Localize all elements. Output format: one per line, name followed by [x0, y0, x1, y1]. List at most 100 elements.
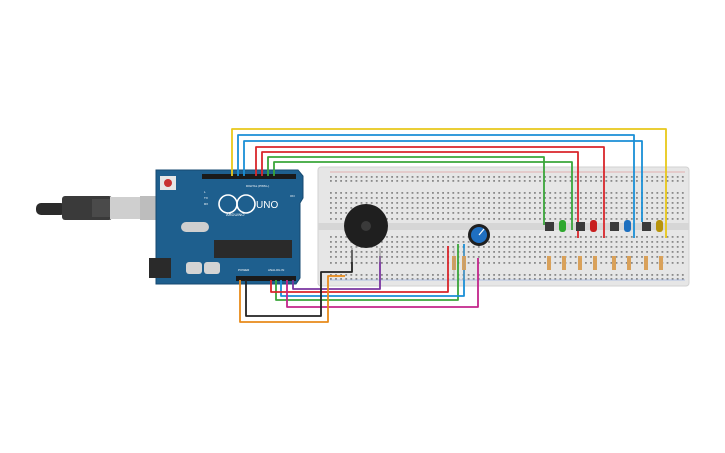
breadboard-hole[interactable] — [615, 212, 618, 214]
breadboard-hole[interactable] — [544, 241, 546, 243]
breadboard-hole[interactable] — [370, 262, 373, 264]
breadboard-hole[interactable] — [437, 274, 439, 276]
breadboard-hole[interactable] — [559, 274, 562, 276]
resistor[interactable] — [627, 256, 631, 270]
breadboard-hole[interactable] — [330, 251, 332, 253]
breadboard-hole[interactable] — [457, 176, 460, 178]
breadboard-hole[interactable] — [355, 278, 358, 280]
breadboard-hole[interactable] — [498, 236, 501, 238]
breadboard-hole[interactable] — [554, 176, 557, 178]
breadboard-hole[interactable] — [585, 236, 587, 238]
breadboard-hole[interactable] — [564, 212, 567, 214]
breadboard-hole[interactable] — [447, 176, 450, 178]
breadboard-hole[interactable] — [625, 176, 628, 178]
breadboard-hole[interactable] — [467, 218, 470, 220]
breadboard-hole[interactable] — [523, 202, 526, 204]
breadboard-hole[interactable] — [498, 218, 501, 220]
breadboard-hole[interactable] — [432, 202, 434, 204]
breadboard-hole[interactable] — [462, 218, 465, 220]
breadboard-hole[interactable] — [620, 218, 623, 220]
breadboard-hole[interactable] — [600, 180, 603, 182]
breadboard-hole[interactable] — [590, 274, 592, 276]
breadboard-hole[interactable] — [523, 212, 526, 214]
breadboard-hole[interactable] — [477, 207, 480, 209]
breadboard-hole[interactable] — [544, 207, 546, 209]
breadboard-hole[interactable] — [579, 207, 582, 209]
breadboard-hole[interactable] — [549, 176, 552, 178]
breadboard-hole[interactable] — [544, 274, 546, 276]
breadboard-hole[interactable] — [534, 256, 536, 258]
breadboard-hole[interactable] — [636, 274, 638, 276]
breadboard-hole[interactable] — [488, 202, 490, 204]
breadboard-hole[interactable] — [421, 241, 424, 243]
breadboard-hole[interactable] — [483, 202, 485, 204]
breadboard-hole[interactable] — [605, 246, 608, 248]
breadboard-hole[interactable] — [421, 207, 424, 209]
breadboard-hole[interactable] — [656, 192, 659, 194]
breadboard-hole[interactable] — [651, 256, 654, 258]
breadboard-hole[interactable] — [605, 274, 608, 276]
breadboard-hole[interactable] — [493, 246, 495, 248]
breadboard-hole[interactable] — [375, 246, 378, 248]
breadboard-hole[interactable] — [646, 251, 648, 253]
breadboard-hole[interactable] — [391, 176, 393, 178]
breadboard-hole[interactable] — [554, 180, 557, 182]
breadboard-hole[interactable] — [646, 180, 648, 182]
breadboard-hole[interactable] — [544, 236, 546, 238]
breadboard-hole[interactable] — [370, 274, 373, 276]
breadboard-hole[interactable] — [421, 212, 424, 214]
breadboard-hole[interactable] — [360, 274, 363, 276]
breadboard-hole[interactable] — [610, 256, 613, 258]
breadboard-hole[interactable] — [442, 192, 444, 194]
breadboard-hole[interactable] — [513, 262, 516, 264]
breadboard-hole[interactable] — [508, 202, 511, 204]
breadboard-hole[interactable] — [432, 212, 434, 214]
breadboard-hole[interactable] — [579, 212, 582, 214]
breadboard-hole[interactable] — [457, 236, 460, 238]
breadboard-hole[interactable] — [641, 241, 643, 243]
breadboard-hole[interactable] — [605, 176, 608, 178]
breadboard-hole[interactable] — [554, 262, 557, 264]
breadboard-hole[interactable] — [508, 256, 511, 258]
breadboard-hole[interactable] — [641, 262, 643, 264]
breadboard-hole[interactable] — [493, 274, 495, 276]
breadboard-hole[interactable] — [671, 202, 674, 204]
breadboard-hole[interactable] — [447, 192, 450, 194]
breadboard-hole[interactable] — [528, 246, 531, 248]
breadboard-hole[interactable] — [421, 246, 424, 248]
breadboard-hole[interactable] — [391, 180, 393, 182]
breadboard-hole[interactable] — [615, 246, 618, 248]
breadboard-hole[interactable] — [386, 207, 388, 209]
usb-cable[interactable] — [36, 196, 165, 220]
breadboard-hole[interactable] — [508, 192, 511, 194]
breadboard-hole[interactable] — [503, 207, 506, 209]
breadboard-hole[interactable] — [579, 278, 582, 280]
breadboard-hole[interactable] — [488, 207, 490, 209]
breadboard-hole[interactable] — [676, 212, 679, 214]
breadboard-hole[interactable] — [330, 256, 332, 258]
wire-green[interactable] — [267, 156, 545, 225]
breadboard-hole[interactable] — [585, 202, 587, 204]
breadboard-hole[interactable] — [651, 207, 654, 209]
breadboard-hole[interactable] — [625, 197, 628, 199]
breadboard-hole[interactable] — [539, 176, 541, 178]
breadboard-hole[interactable] — [411, 207, 414, 209]
breadboard-hole[interactable] — [503, 212, 506, 214]
breadboard-hole[interactable] — [656, 212, 659, 214]
breadboard-hole[interactable] — [585, 197, 587, 199]
breadboard-hole[interactable] — [676, 236, 679, 238]
breadboard-hole[interactable] — [335, 274, 337, 276]
resistor[interactable] — [659, 256, 663, 270]
breadboard-hole[interactable] — [386, 218, 388, 220]
breadboard-hole[interactable] — [391, 241, 393, 243]
breadboard-hole[interactable] — [493, 212, 495, 214]
breadboard-hole[interactable] — [559, 241, 562, 243]
breadboard-hole[interactable] — [574, 262, 577, 264]
breadboard-hole[interactable] — [528, 180, 531, 182]
breadboard-hole[interactable] — [656, 180, 659, 182]
breadboard-hole[interactable] — [421, 262, 424, 264]
breadboard-hole[interactable] — [681, 251, 684, 253]
breadboard-hole[interactable] — [345, 246, 348, 248]
breadboard-hole[interactable] — [534, 251, 536, 253]
